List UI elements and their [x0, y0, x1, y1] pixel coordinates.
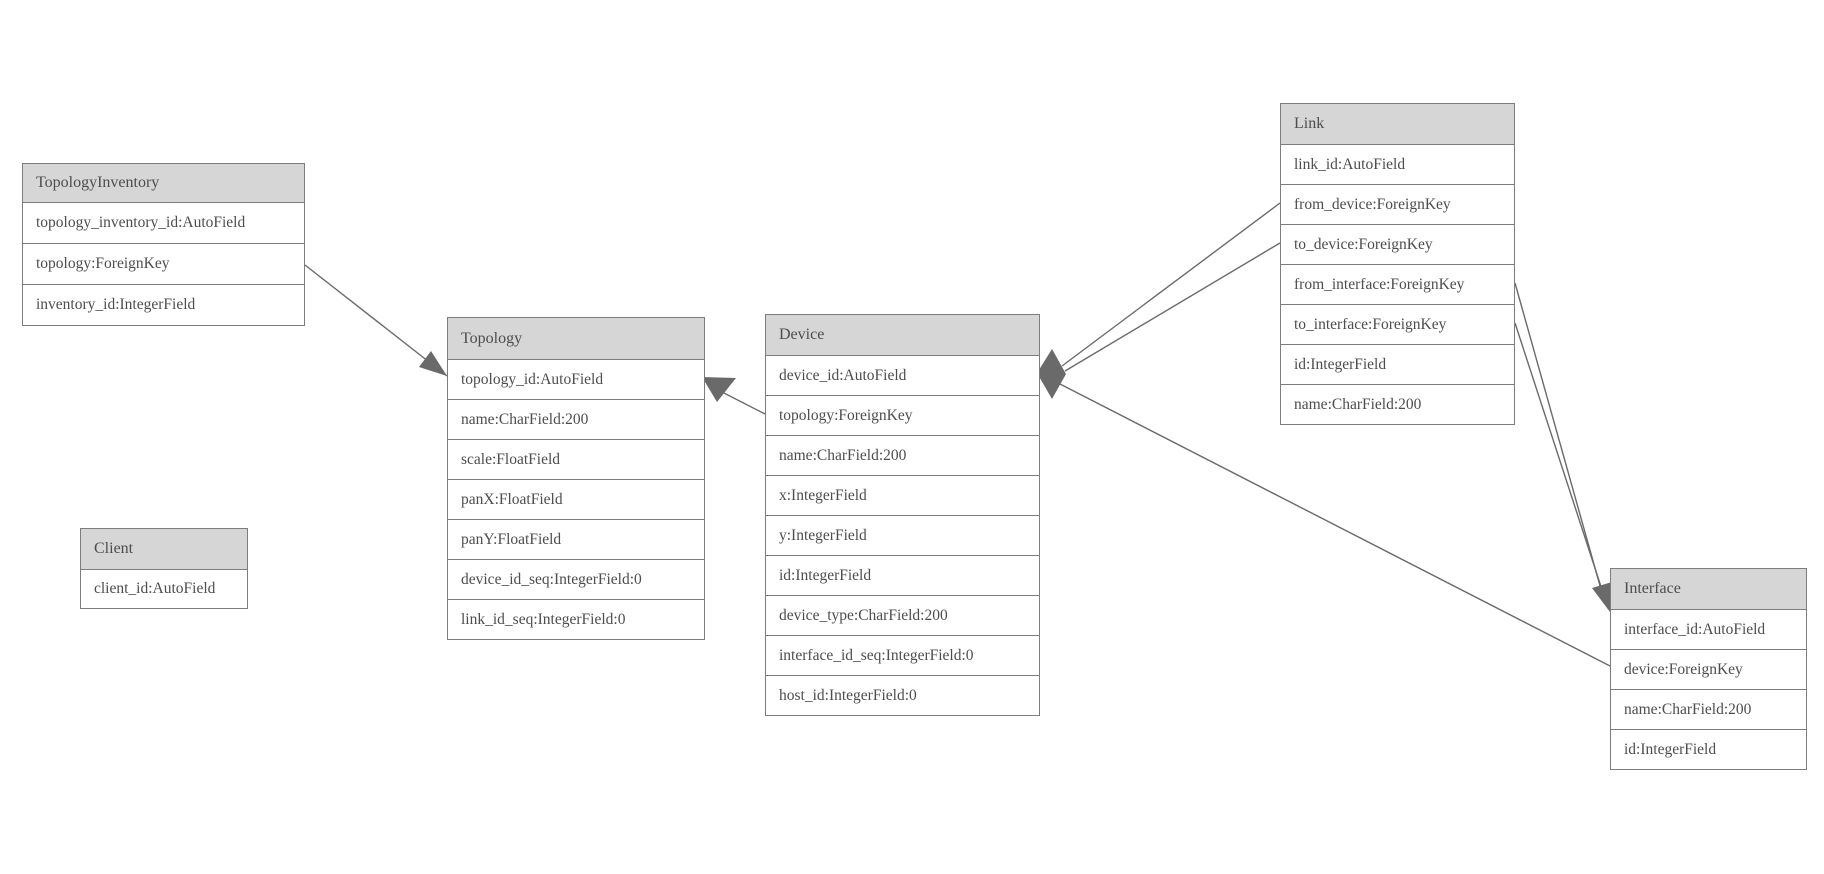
entity-field-device-5: id:IntegerField [766, 555, 1039, 595]
relation-line-interface-device-to-device [1059, 383, 1611, 667]
entity-field-device-2: name:CharField:200 [766, 435, 1039, 475]
entity-field-topology-0: topology_id:AutoField [448, 359, 704, 399]
entity-title-device: Device [766, 315, 1039, 355]
entity-field-link-0: link_id:AutoField [1281, 144, 1514, 184]
relation-line-link-from-device-to-device [1061, 202, 1281, 367]
entity-field-device-7: interface_id_seq:IntegerField:0 [766, 635, 1039, 675]
entity-field-topologyinventory-0: topology_inventory_id:AutoField [23, 202, 304, 243]
relation-line-device-topology-to-topology [721, 391, 766, 415]
entity-field-topology-3: panX:FloatField [448, 479, 704, 519]
relation-arrowhead-device-topology-to-topology [702, 377, 736, 402]
entity-field-topologyinventory-1: topology:ForeignKey [23, 243, 304, 284]
entity-field-interface-3: id:IntegerField [1611, 729, 1806, 769]
entity-field-device-8: host_id:IntegerField:0 [766, 675, 1039, 715]
entity-field-device-0: device_id:AutoField [766, 355, 1039, 395]
entity-field-link-5: id:IntegerField [1281, 344, 1514, 384]
entity-field-link-3: from_interface:ForeignKey [1281, 264, 1514, 304]
relation-arrowhead-link-to-device-to-device [1037, 349, 1066, 399]
entity-title-link: Link [1281, 104, 1514, 144]
entity-field-interface-0: interface_id:AutoField [1611, 609, 1806, 649]
entity-field-interface-1: device:ForeignKey [1611, 649, 1806, 689]
entity-field-link-4: to_interface:ForeignKey [1281, 304, 1514, 344]
entity-field-topology-1: name:CharField:200 [448, 399, 704, 439]
entity-field-device-1: topology:ForeignKey [766, 395, 1039, 435]
entity-field-client-0: client_id:AutoField [81, 569, 247, 608]
entity-field-link-1: from_device:ForeignKey [1281, 184, 1514, 224]
entity-title-interface: Interface [1611, 569, 1806, 609]
entity-field-topology-4: panY:FloatField [448, 519, 704, 559]
entity-field-topologyinventory-2: inventory_id:IntegerField [23, 284, 304, 325]
entity-title-client: Client [81, 529, 247, 569]
relation-arrowhead-link-to-interface-to-interface [1592, 582, 1612, 612]
entity-title-topology: Topology [448, 318, 704, 359]
entity-field-topology-6: link_id_seq:IntegerField:0 [448, 599, 704, 639]
relation-line-topologyinventory-topology-to-topology [304, 264, 448, 377]
relation-arrowhead-topologyinventory-topology-to-topology [419, 351, 447, 376]
entity-field-link-2: to_device:ForeignKey [1281, 224, 1514, 264]
entity-title-topologyinventory: TopologyInventory [23, 164, 304, 202]
relation-line-link-from-interface-to-interface [1514, 282, 1605, 601]
entity-field-link-6: name:CharField:200 [1281, 384, 1514, 424]
entity-field-device-6: device_type:CharField:200 [766, 595, 1039, 635]
entity-field-topology-2: scale:FloatField [448, 439, 704, 479]
entity-field-device-4: y:IntegerField [766, 515, 1039, 555]
relation-line-link-to-interface-to-interface [1514, 322, 1607, 603]
entity-field-interface-2: name:CharField:200 [1611, 689, 1806, 729]
entity-field-device-3: x:IntegerField [766, 475, 1039, 515]
entity-field-topology-5: device_id_seq:IntegerField:0 [448, 559, 704, 599]
relation-line-link-to-device-to-device [1064, 242, 1281, 372]
